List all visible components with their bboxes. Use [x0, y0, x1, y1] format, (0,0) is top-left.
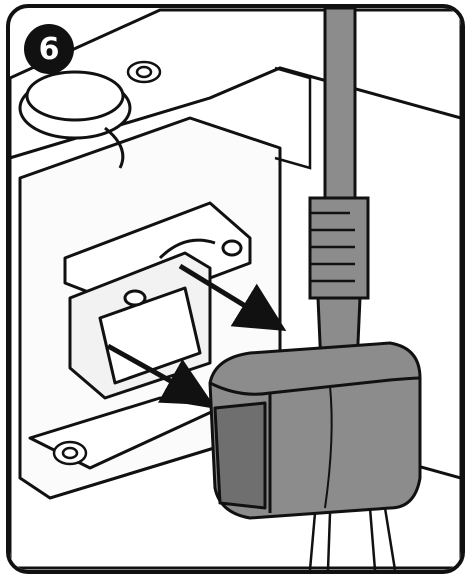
- installation-illustration: [10, 8, 461, 570]
- step-number-badge: 6: [24, 24, 74, 74]
- round-cap: [18, 70, 132, 169]
- illustration-frame: 6: [6, 4, 465, 574]
- screw-holes: [52, 60, 162, 466]
- power-plug: [208, 341, 422, 520]
- direction-arrows: [106, 263, 287, 406]
- wire-leads: [308, 507, 397, 570]
